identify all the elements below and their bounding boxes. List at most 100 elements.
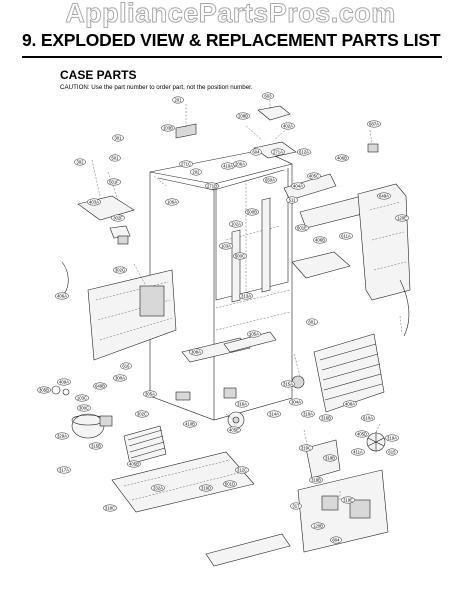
callout-bubble (330, 536, 342, 544)
part-number-label: 649B (95, 384, 105, 389)
part-number-label: 611A (341, 234, 351, 239)
callout-bubble (222, 480, 238, 488)
callout-318C: 318C (102, 504, 118, 512)
part-number-label: 501 (111, 156, 119, 161)
callout-bubble (142, 390, 158, 398)
part-number-label: 271C (181, 162, 191, 167)
callout-103C: 103C (74, 394, 90, 402)
part-number-label: 403A (89, 200, 99, 205)
callout-409A: 409A (56, 378, 72, 386)
callout-302C: 302C (134, 410, 150, 418)
part-number-label: 406B (337, 156, 347, 161)
part-number-label: 610A (363, 416, 373, 421)
compressor (71, 413, 113, 439)
callout-604: 604 (250, 148, 262, 156)
callout-bubble (160, 124, 176, 132)
callout-bubble (54, 292, 70, 300)
callout-bubble (338, 232, 354, 240)
part-number-label: 208B (238, 114, 248, 119)
callout-bubble (150, 484, 166, 492)
callout-bubble (234, 466, 250, 474)
condenser-coil (313, 333, 385, 413)
callout-bubble (306, 318, 318, 326)
callout-bubble (134, 410, 150, 418)
callout-615: 615 (386, 448, 398, 456)
callout-bubble (190, 168, 202, 176)
callout-bubble (308, 476, 324, 484)
callout-bubble (376, 192, 392, 200)
callout-332A: 332A (150, 484, 166, 492)
part-number-label: 402A (283, 124, 293, 129)
callout-501E: 501E (294, 224, 310, 232)
callout-bubble (280, 122, 296, 130)
callout-500B: 500B (244, 208, 260, 216)
callout-bubble (318, 414, 334, 422)
callout-319C: 319C (298, 444, 314, 452)
callout-300A: 300A (112, 374, 128, 382)
part-number-label: 329A (57, 434, 67, 439)
callout-410A: 410A (220, 162, 236, 170)
callout-bubble (386, 448, 398, 456)
callout-405C: 405C (306, 172, 322, 180)
part-number-label: 120B (313, 524, 323, 529)
callout-bubble (74, 394, 90, 402)
part-number-label: 317 (292, 504, 300, 509)
callout-319A: 319A (384, 434, 400, 442)
callout-102A: 102A (228, 220, 244, 228)
part-number-label: 102A (231, 222, 241, 227)
part-number-label: 601 (308, 320, 316, 325)
air-duct (357, 183, 411, 301)
callout-649B: 649B (92, 382, 108, 390)
part-number-label: 319A (387, 436, 397, 441)
callout-319D: 319D (198, 484, 214, 492)
part-number-label: 317A (59, 468, 69, 473)
callout-305A: 305A (142, 390, 158, 398)
callout-402A: 402A (280, 122, 296, 130)
callout-687A: 687A (366, 120, 382, 128)
callout-bubble (270, 148, 286, 156)
leader-lines (91, 100, 403, 500)
part-number-label: 300C (79, 406, 89, 411)
callout-bubble (342, 400, 358, 408)
callout-bubble (235, 112, 251, 120)
part-number-label: 332A (153, 486, 163, 491)
callout-bubble (238, 292, 254, 300)
callout-103A: 103A (218, 242, 234, 250)
part-number-label: 315A (283, 382, 293, 387)
part-number-label: 301 (114, 136, 122, 141)
callout-bubble (250, 148, 262, 156)
callout-317A: 317A (56, 466, 72, 474)
part-number-label: 103C (77, 396, 87, 401)
part-number-label: 650A (265, 178, 275, 183)
callout-bubble (266, 410, 282, 418)
callout-201: 201 (172, 96, 184, 104)
part-number-label: 500C (235, 254, 245, 259)
callout-bubble (106, 178, 122, 186)
part-number-label: 612A (299, 150, 309, 155)
part-number-label: 308A (191, 350, 201, 355)
callout-316A: 316A (234, 400, 250, 408)
callout-bubble (312, 236, 328, 244)
part-number-label: 271B (207, 184, 217, 189)
callout-bubble (244, 208, 260, 216)
part-number-label: 103A (221, 244, 231, 249)
part-number-label: 804 (332, 538, 340, 543)
part-number-label: 315B (91, 444, 101, 449)
callout-bubble (198, 484, 214, 492)
part-number-label: 687A (369, 122, 379, 127)
page-title: 9. EXPLODED VIEW & REPLACEMENT PARTS LIS… (22, 30, 441, 50)
part-number-label: 314A (269, 412, 279, 417)
top-bracket (175, 123, 197, 139)
callout-103B: 103B (160, 124, 176, 132)
part-number-label: 120E (397, 216, 407, 221)
callout-501F: 501F (106, 178, 122, 186)
part-number-label: 319D (201, 486, 211, 491)
callout-315A: 315A (280, 380, 296, 388)
dryer-coil (123, 425, 167, 465)
part-number-label: 318A (303, 412, 313, 417)
callout-403A: 403A (86, 198, 102, 206)
callout-603: 603 (262, 92, 274, 100)
part-number-label: 408A (345, 402, 355, 407)
callout-511: 511 (286, 196, 298, 204)
